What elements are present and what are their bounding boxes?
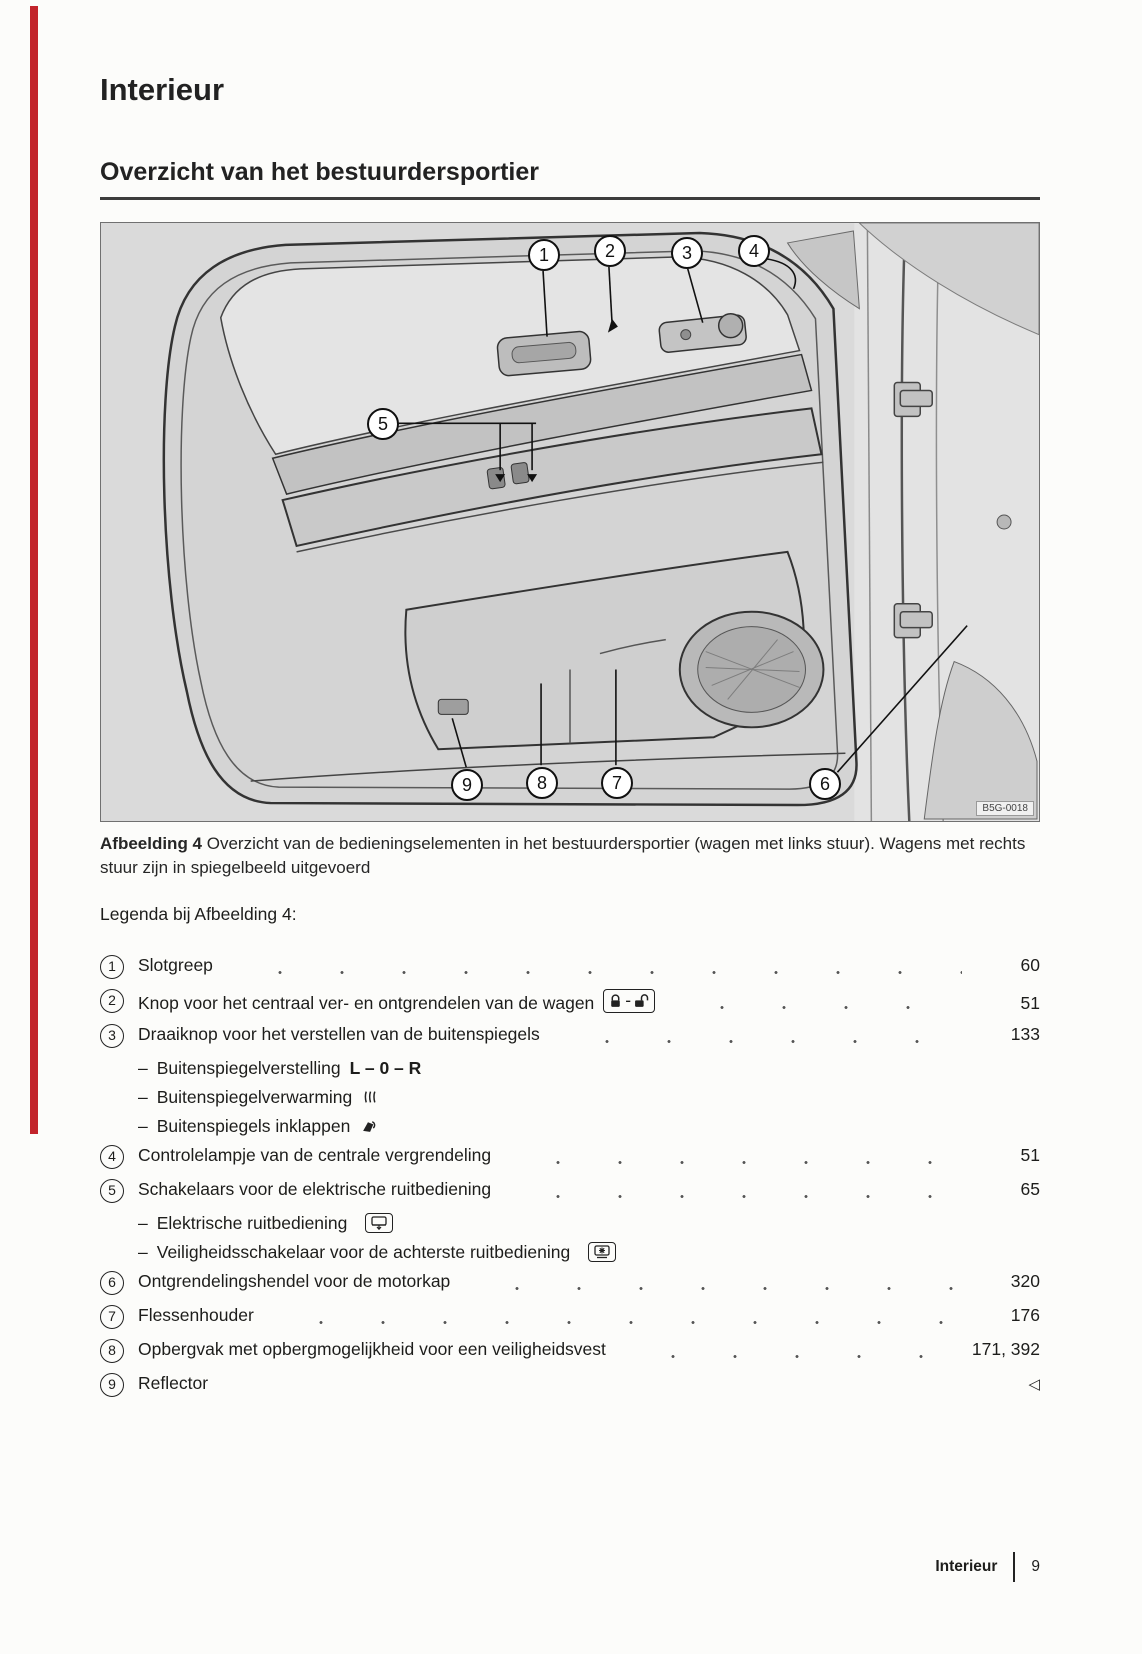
rear-window-safety-icon (588, 1242, 617, 1262)
mirror-position-token: L – 0 – R (349, 1057, 422, 1078)
callout-2: 2 (594, 235, 626, 267)
callout-6: 6 (809, 768, 841, 800)
legend-item-7: 7 Flessenhouder 176 (100, 1304, 1040, 1329)
page-footer: Interieur 9 (935, 1552, 1040, 1582)
callout-7: 7 (601, 767, 633, 799)
sub-marker: – (138, 1212, 148, 1233)
legend-text: Reflector (138, 1372, 209, 1393)
dot-leader (503, 1194, 962, 1198)
dot-leader (220, 1389, 962, 1392)
legend-subitem: – Veiligheidsschakelaar voor de achterst… (138, 1242, 1040, 1263)
footer-section-label: Interieur (935, 1558, 998, 1575)
legend-number: 6 (100, 1270, 124, 1295)
legend-text: Ontgrendelingshendel voor de motorkap (138, 1270, 451, 1291)
legend-text: Schakelaars voor de elektrische ruitbedi… (138, 1178, 492, 1199)
legend-list: 1 Slotgreep 60 2 Knop voor het centraal … (100, 955, 1040, 1397)
figure-caption-label: Afbeelding 4 (100, 834, 203, 853)
page-content: Interieur Overzicht van het bestuurdersp… (100, 0, 1040, 1407)
mirror-heating-icon (363, 1090, 378, 1104)
section-title: Overzicht van het bestuurdersportier (100, 158, 1040, 200)
dot-leader (224, 971, 962, 975)
page-title: Interieur (100, 72, 225, 107)
legend-sub-text: Elektrische ruitbediening (156, 1212, 348, 1233)
callout-8: 8 (526, 767, 558, 799)
legend-number: 1 (100, 955, 124, 980)
dot-leader (503, 1160, 962, 1164)
callout-4: 4 (738, 235, 770, 267)
legend-subitem: – Buitenspiegelverwarming (138, 1087, 1040, 1108)
page-ref: 171, 392 (971, 1338, 1040, 1359)
figure-code: B5G-0018 (976, 801, 1034, 816)
legend-sub-text: Veiligheidsschakelaar voor de achterste … (156, 1241, 571, 1262)
page-ref: 51 (1020, 1144, 1040, 1165)
icon-separator: - (625, 990, 632, 1011)
legend-number: 3 (100, 1023, 124, 1048)
legend-text: Flessenhouder (138, 1304, 254, 1325)
dot-leader (462, 1286, 962, 1290)
dot-leader (617, 1354, 960, 1358)
sub-marker: – (138, 1115, 148, 1136)
legend-text: Slotgreep (138, 955, 213, 976)
figure-caption: Afbeelding 4 Overzicht van de bedienings… (100, 832, 1040, 880)
callout-9: 9 (451, 769, 483, 801)
legend-text: Knop voor het centraal ver- en ontgrende… (138, 992, 595, 1013)
page-ref: 320 (1010, 1270, 1040, 1291)
lock-open-icon (635, 993, 649, 1007)
legend-subitem: – Buitenspiegelverstelling L – 0 – R (138, 1058, 1040, 1079)
legend-item-5: 5 Schakelaars voor de elektrische ruitbe… (100, 1178, 1040, 1203)
legend-number: 5 (100, 1178, 124, 1203)
legend-text: Opbergvak met opbergmogelijkheid voor ee… (138, 1338, 606, 1359)
legend-intro: Legenda bij Afbeelding 4: (100, 904, 297, 925)
footer-page-number: 9 (1031, 1558, 1040, 1575)
section-end-marker: ◁ (1028, 1375, 1040, 1393)
legend-item-6: 6 Ontgrendelingshendel voor de motorkap … (100, 1270, 1040, 1295)
legend-text: Controlelampje van de centrale vergrende… (138, 1144, 492, 1165)
dot-leader (265, 1320, 962, 1324)
legend-number: 8 (100, 1338, 124, 1363)
legend-item-3: 3 Draaiknop voor het verstellen van de b… (100, 1023, 1040, 1048)
footer-divider (1013, 1552, 1016, 1582)
legend-sub-text: Buitenspiegelverwarming (156, 1086, 353, 1107)
legend-number: 7 (100, 1304, 124, 1329)
page-ref: 176 (1010, 1304, 1040, 1325)
callout-1: 1 (528, 239, 560, 271)
legend-item-8: 8 Opbergvak met opbergmogelijkheid voor … (100, 1338, 1040, 1363)
mirror-fold-icon (361, 1119, 376, 1133)
dot-leader (667, 1005, 962, 1009)
page-ref: 60 (1020, 955, 1040, 976)
legend-item-1: 1 Slotgreep 60 (100, 955, 1040, 980)
sub-marker: – (138, 1086, 148, 1107)
legend-sub-text: Buitenspiegelverstelling (156, 1057, 341, 1078)
legend-number: 4 (100, 1144, 124, 1169)
page-edge-marker (30, 6, 38, 1134)
door-illustration (101, 223, 1039, 821)
figure-caption-text: Overzicht van de bedieningselementen in … (100, 834, 1026, 878)
lock-unlock-icon: - (603, 989, 656, 1013)
lock-closed-icon (611, 993, 621, 1007)
page-ref: 133 (1010, 1023, 1040, 1044)
figure-canvas: 1 2 3 4 5 6 7 8 9 B5G-0018 (100, 222, 1040, 822)
dot-leader (551, 1039, 962, 1043)
page-ref: 65 (1020, 1178, 1040, 1199)
legend-number: 9 (100, 1372, 124, 1397)
power-window-icon (365, 1213, 394, 1233)
callout-5: 5 (367, 408, 399, 440)
sub-marker: – (138, 1241, 148, 1262)
legend-sub-text: Buitenspiegels inklappen (156, 1115, 351, 1136)
door-overview-figure: 1 2 3 4 5 6 7 8 9 B5G-0018 Afbeelding 4 … (100, 222, 1040, 880)
legend-number: 2 (100, 989, 124, 1014)
legend-item-2: 2 Knop voor het centraal ver- en ontgren… (100, 989, 1040, 1014)
legend-subitem: – Buitenspiegels inklappen (138, 1116, 1040, 1137)
legend-text: Draaiknop voor het verstellen van de bui… (138, 1023, 540, 1044)
callout-3: 3 (671, 237, 703, 269)
sub-marker: – (138, 1057, 148, 1078)
legend-item-9: 9 Reflector ◁ (100, 1372, 1040, 1397)
page-ref: 51 (1020, 992, 1040, 1013)
legend-subitem: – Elektrische ruitbediening (138, 1213, 1040, 1234)
legend-item-4: 4 Controlelampje van de centrale vergren… (100, 1144, 1040, 1169)
